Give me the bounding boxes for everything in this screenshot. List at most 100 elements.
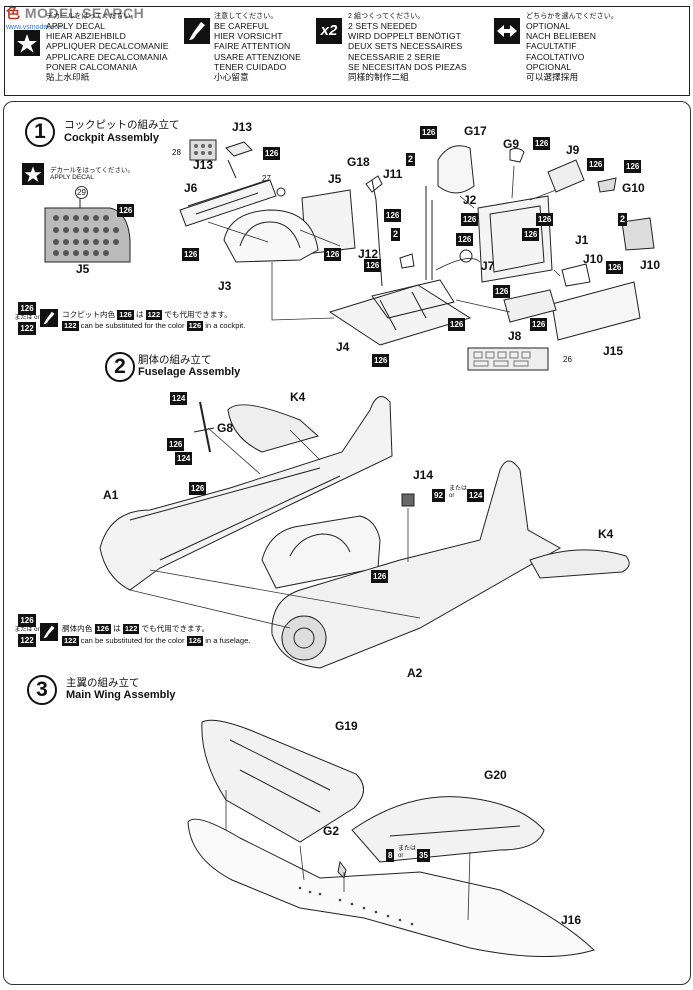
part-label: G10	[622, 181, 645, 195]
part-label: J12	[358, 247, 379, 261]
legend-two-sets-line: NECESSARIE 2 SERIE	[348, 51, 441, 62]
color-alternative: 126 または or 122	[14, 302, 40, 335]
note-text: 胴体内色	[62, 624, 93, 633]
legend-two-sets-line: 2 組つくってください。	[348, 13, 425, 20]
instrument-panel-illustration	[44, 198, 131, 263]
legend-careful-line: HIER VORSICHT	[214, 31, 283, 42]
substitution-note-en: 122 can be substituted for the color 126…	[62, 635, 250, 646]
legend-two-sets-line: 2 SETS NEEDED	[348, 21, 418, 31]
color-code-126: 126	[324, 248, 342, 261]
part-label: G2	[323, 824, 340, 838]
color-code-126: 126	[493, 285, 511, 298]
part-label: J16	[561, 913, 582, 927]
color-code-126: 126	[364, 259, 382, 272]
color-code-126: 126	[624, 160, 642, 173]
part-label: G9	[503, 137, 520, 151]
part-label: J6	[184, 181, 198, 195]
color-code: 126	[18, 302, 36, 315]
legend-decal-line: APPLICARE DECALCOMANIA	[46, 51, 168, 62]
legend-careful-line: FAIRE ATTENTION	[214, 41, 291, 52]
part-label: J10	[583, 252, 604, 266]
note-text: でも代用できます。	[141, 624, 210, 633]
color-code: 122	[62, 321, 79, 331]
legend-decal-line: APPLIQUER DECALCOMANIE	[46, 41, 169, 52]
watermark: 色 MODEL SEARCH	[6, 3, 144, 23]
decal-number: 28	[172, 148, 181, 157]
legend-optional-line: NACH BELIEBEN	[526, 31, 597, 42]
note-text: in a cockpit.	[205, 321, 246, 330]
part-label: J8	[508, 329, 522, 343]
color-code: 126	[186, 321, 204, 331]
legend-optional-line: FACULTATIF	[526, 41, 577, 52]
legend-careful-line: TENER CUIDADO	[214, 61, 287, 72]
color-code: 122	[18, 634, 36, 647]
optional-arrows-icon	[494, 18, 520, 44]
part-label: J1	[575, 233, 589, 247]
color-code-124: 124	[467, 489, 485, 502]
or-text: または or	[14, 315, 40, 321]
part-label: J5	[328, 172, 342, 186]
color-code-126: 126	[117, 204, 135, 217]
part-label: J13	[232, 120, 253, 134]
legend-careful-line: USARE ATTENZIONE	[214, 51, 301, 62]
color-code-126: 126	[587, 158, 605, 171]
color-code: 122	[18, 322, 36, 335]
color-code-126: 126	[263, 147, 281, 160]
decal-number: 26	[563, 355, 572, 364]
legend-careful-line: BE CAREFUL	[214, 21, 269, 31]
part-label: G17	[464, 124, 487, 138]
note-text: can be substituted for the color	[80, 636, 185, 645]
color-code-124: 124	[175, 452, 193, 465]
legend-optional-line: FACOLTATIVO	[526, 51, 585, 62]
part-label: J7	[481, 259, 495, 273]
color-code: 122	[122, 624, 140, 634]
decal-sheet-28	[189, 139, 217, 161]
step-title-en: Fuselage Assembly	[138, 366, 241, 378]
part-label: G18	[347, 155, 370, 169]
step-title-jp: コックピットの組み立て	[64, 119, 180, 131]
color-code: 122	[145, 310, 163, 320]
decal-note-en: APPLY DECAL	[50, 174, 94, 181]
part-label: J5	[76, 262, 90, 276]
legend-decal-line: HIEAR ABZIEHBILD	[46, 31, 126, 42]
step-title-jp: 主翼の組み立て	[66, 677, 140, 689]
careful-brush-icon	[184, 18, 210, 44]
color-code-35: 35	[417, 849, 430, 862]
note-text: コクピット内色	[62, 310, 116, 319]
note-text: は	[135, 310, 144, 319]
legend-two-sets-line: 同樣的制作二組	[348, 72, 409, 83]
legend-decal-line: デカールをはってください。	[46, 13, 138, 20]
note-text: でも代用できます。	[164, 310, 232, 319]
note-text: can be substituted for the color	[80, 321, 185, 330]
fuselage-illustration	[99, 396, 630, 669]
substitution-note-jp: コクピット内色 126 は 122 でも代用できます。	[62, 309, 232, 320]
part-label: J14	[413, 468, 434, 482]
instruction-frame	[3, 101, 691, 985]
color-code-92: 92	[432, 489, 445, 502]
part-label: G8	[217, 421, 234, 435]
color-code-126: 126	[461, 213, 479, 226]
legend-two-sets-line: WIRD DOPPELT BENÖTIGT	[348, 31, 462, 42]
part-label: J13	[193, 158, 214, 172]
part-label: A1	[103, 488, 119, 502]
part-label: J9	[566, 143, 580, 157]
color-code-126: 126	[530, 318, 548, 331]
color-code-126: 126	[372, 354, 390, 367]
color-code: 122	[62, 636, 79, 646]
decal-star-icon	[14, 30, 40, 56]
part-label: J15	[603, 344, 624, 358]
decal-number: 29	[75, 186, 88, 199]
decal-number: 27	[262, 174, 271, 183]
substitution-note-jp: 胴体内色 126 は 122 でも代用できます。	[62, 623, 209, 634]
or-text: または or	[398, 846, 417, 859]
color-code-126: 126	[448, 318, 466, 331]
color-code-126: 126	[533, 137, 551, 150]
substitution-note-en: 122 can be substituted for the color 126…	[62, 320, 245, 331]
legend-optional-line: OPTIONAL	[526, 21, 571, 31]
two-sets-icon: x2	[316, 18, 342, 44]
part-label: J10	[640, 258, 661, 272]
note-text: は	[113, 624, 121, 633]
legend-two-sets: 2 組つくってください。 2 SETS NEEDED WIRD DOPPELT …	[348, 12, 467, 82]
legend-decal-line: APPLY DECAL	[46, 21, 106, 31]
